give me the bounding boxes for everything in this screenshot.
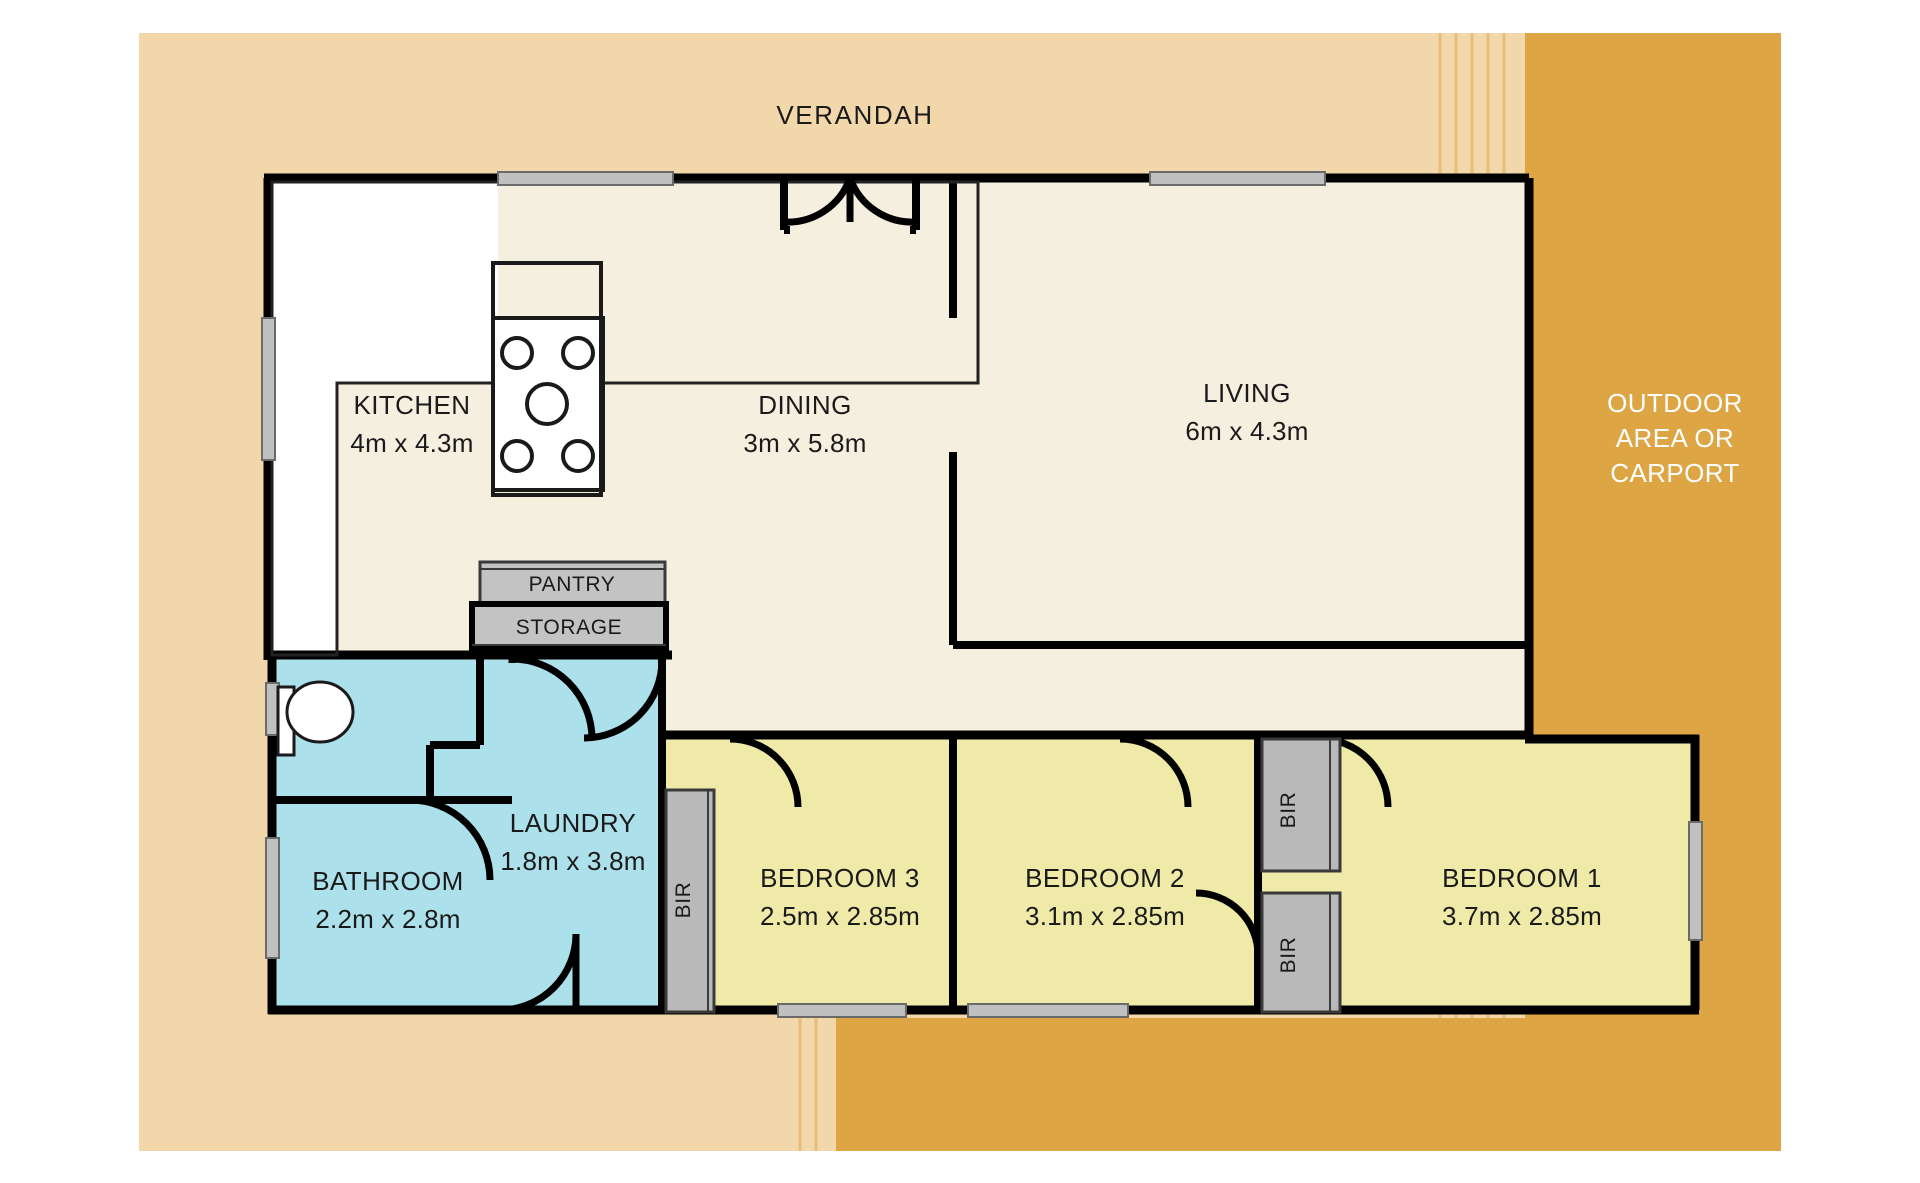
laundry-dimensions: 1.8m x 3.8m — [500, 846, 645, 876]
pantry-label: PANTRY — [529, 573, 616, 596]
windows — [261, 171, 1703, 1018]
storage-box — [469, 601, 669, 651]
room-labels: VERANDAH OUTDOOR AREA OR CARPORT KITCHEN… — [312, 100, 1743, 934]
bedroom1-label: BEDROOM 1 — [1442, 863, 1602, 893]
toilet-pan — [285, 680, 355, 744]
storage-cabinet: STORAGE — [469, 601, 669, 651]
bedroom1-dimensions: 3.7m x 2.85m — [1442, 901, 1602, 931]
carport-label-line3: CARPORT — [1610, 458, 1739, 488]
cooktop-burners — [500, 336, 595, 473]
laundry-label: LAUNDRY — [510, 808, 637, 838]
kitchen-label: KITCHEN — [354, 390, 471, 420]
bathroom-label: BATHROOM — [312, 866, 464, 896]
living-label: LIVING — [1203, 378, 1291, 408]
bedroom2-label: BEDROOM 2 — [1025, 863, 1185, 893]
kitchen-dimensions: 4m x 4.3m — [350, 428, 473, 458]
dining-label: DINING — [758, 390, 851, 420]
living-floor — [978, 178, 1525, 728]
interior-walls — [272, 178, 1529, 1014]
storage-label: STORAGE — [516, 616, 623, 639]
bir-upper-label: BIR — [1277, 792, 1300, 829]
window-dining-top — [497, 171, 674, 186]
bir-bedroom3: BIR — [664, 788, 716, 1014]
carport-label-line2: AREA OR — [1616, 423, 1734, 453]
bir-bedroom2-lower: BIR — [1260, 891, 1342, 1014]
bedroom2-floor — [956, 735, 1256, 1010]
kitchen-island-body — [491, 261, 603, 497]
verandah-label: VERANDAH — [776, 100, 933, 130]
carport-area-bottom — [836, 1018, 1781, 1151]
living-dimensions: 6m x 4.3m — [1185, 416, 1308, 446]
bedroom3-dimensions: 2.5m x 2.85m — [760, 901, 920, 931]
toilet-fixture — [276, 680, 355, 757]
pantry-cabinet: PANTRY — [478, 560, 667, 606]
bir-lower-box — [1260, 891, 1342, 1014]
window-living-top — [1149, 171, 1326, 186]
window-bedroom2-bottom — [967, 1003, 1129, 1018]
bir-lower-label: BIR — [1277, 937, 1300, 974]
dining-dimensions: 3m x 5.8m — [743, 428, 866, 458]
bedroom2-dimensions: 3.1m x 2.85m — [1025, 901, 1185, 931]
cooktop-box — [491, 316, 603, 492]
bir-bedroom2-upper: BIR — [1260, 737, 1342, 873]
window-bedroom3-bottom — [777, 1003, 907, 1018]
bathroom-dimensions: 2.2m x 2.8m — [315, 904, 460, 934]
kitchen-benchtop-outline — [270, 180, 980, 657]
bedroom3-label: BEDROOM 3 — [760, 863, 920, 893]
window-kitchen-left — [261, 317, 276, 461]
carport-label-line1: OUTDOOR — [1607, 388, 1743, 418]
bir-bedroom3-box — [664, 788, 716, 1014]
window-bathroom-left — [265, 837, 280, 959]
bir-upper-box — [1260, 737, 1342, 873]
bir-bedroom3-label: BIR — [672, 882, 695, 919]
window-bedroom1-right — [1688, 821, 1703, 941]
